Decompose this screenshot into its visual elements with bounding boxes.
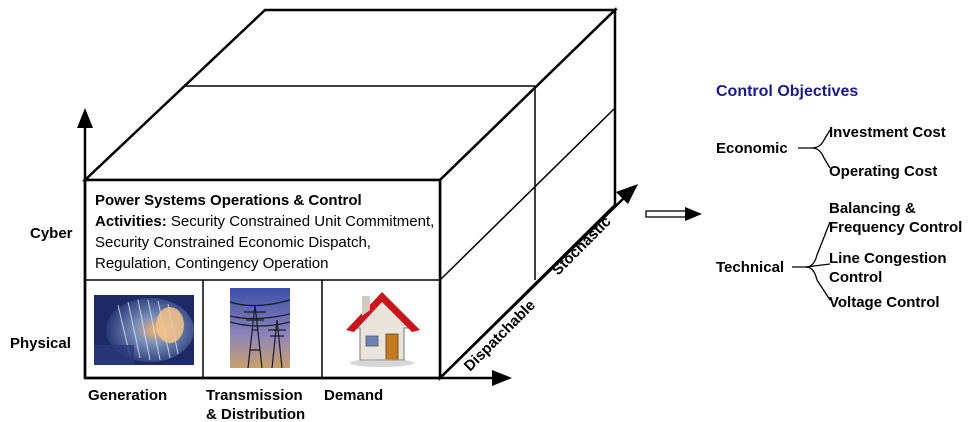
economic-label: Economic — [716, 140, 788, 157]
economic-bracket — [798, 129, 831, 169]
balancing-label-line2: Frequency Control — [829, 219, 962, 236]
control-objectives-title: Control Objectives — [716, 83, 858, 100]
transmission-label-line1: Transmission — [206, 387, 303, 404]
axes — [77, 108, 638, 386]
investment-cost-label: Investment Cost — [829, 124, 946, 141]
demand-label: Demand — [324, 387, 383, 404]
implies-arrow — [645, 207, 702, 221]
right-face-divider — [439, 107, 616, 281]
activities-text: Security Constrained Unit Commitment, Se… — [95, 213, 435, 272]
diagonal-axis — [439, 195, 627, 379]
voltage-control-label: Voltage Control — [829, 294, 940, 311]
technical-bracket — [792, 221, 831, 301]
turbine-image — [94, 295, 194, 365]
diagonal-axis-arrow — [616, 184, 638, 204]
activities-label: Activities: — [95, 213, 167, 230]
physical-label: Physical — [10, 335, 71, 352]
congestion-label-line1: Line Congestion — [829, 250, 947, 267]
transmission-label-line2: & Distribution — [206, 406, 305, 422]
vertical-axis-arrow — [77, 108, 93, 128]
power-lines-image — [229, 288, 291, 369]
horizontal-axis-arrow — [492, 370, 512, 386]
operations-description: Power Systems Operations & Control Activ… — [95, 190, 435, 274]
balancing-label-line1: Balancing & — [829, 200, 916, 217]
house-icon — [346, 292, 420, 367]
cyber-label: Cyber — [30, 225, 73, 242]
operating-cost-label: Operating Cost — [829, 163, 937, 180]
congestion-label-line2: Control — [829, 269, 882, 286]
technical-label: Technical — [716, 259, 784, 276]
generation-label: Generation — [88, 387, 167, 404]
description-title: Power Systems Operations & Control — [95, 192, 362, 209]
